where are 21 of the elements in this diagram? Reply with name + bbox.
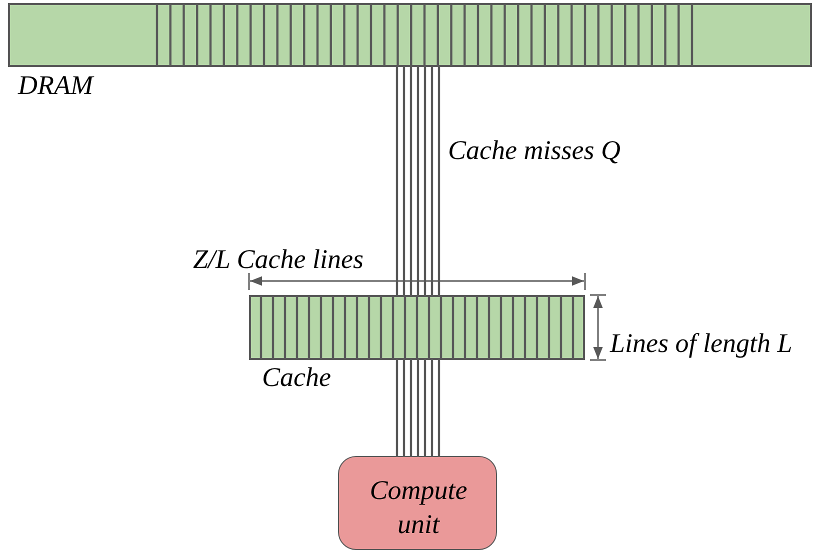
connector-line	[410, 360, 412, 456]
connector-line	[416, 67, 420, 295]
connector-line	[402, 360, 406, 456]
connector-line	[410, 67, 412, 295]
annotation-label: Cache misses Q	[448, 137, 620, 164]
compute-box	[338, 456, 497, 550]
connector-line	[396, 360, 398, 456]
memory-label: Cache	[262, 364, 331, 391]
connector-line	[402, 67, 406, 295]
memory-label: DRAM	[18, 72, 93, 99]
connector-line	[416, 360, 420, 456]
compute-label: Compute unit	[368, 474, 468, 541]
connector-line	[438, 360, 440, 456]
connector-line	[430, 67, 434, 295]
dimension-label: Z/L Cache lines	[193, 246, 364, 273]
connector-line	[424, 360, 426, 456]
connector-line	[438, 67, 440, 295]
connector-line	[430, 360, 434, 456]
connector-line	[424, 67, 426, 295]
dimension-label: Lines of length L	[610, 330, 792, 357]
connector-line	[396, 67, 398, 295]
